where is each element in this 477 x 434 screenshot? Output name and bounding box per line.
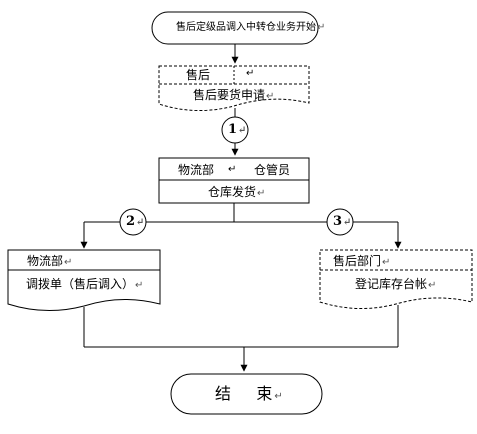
proc1-title-text: 仓库发货 <box>208 185 257 199</box>
step1-num: 1 <box>228 122 238 137</box>
doc1-extra-text: ↵ <box>246 68 255 79</box>
step1-circle <box>221 116 249 144</box>
proc1-role-left: 物流部 <box>178 164 214 176</box>
doc2-role: 物流部↵ <box>27 255 72 268</box>
doc1-mark: ↵ <box>266 91 275 102</box>
doc2-title: 调拨单（售后调入）↵ <box>26 278 143 291</box>
doc2-role-text: 物流部 <box>27 254 64 268</box>
doc3-role-mark: ↵ <box>382 257 391 268</box>
proc1-mark-mid-text: ↵ <box>228 164 237 175</box>
doc1-extra: ↵ <box>246 69 254 79</box>
step2-num: 2 <box>126 214 136 229</box>
step1-mark: ↵ <box>238 125 247 136</box>
doc2-shape <box>7 249 161 312</box>
doc3-shape <box>319 249 473 310</box>
step3-circle <box>326 208 354 236</box>
proc1-title: 仓库发货↵ <box>208 186 265 199</box>
start-mark: ↵ <box>317 22 326 33</box>
step3-num: 3 <box>333 214 343 229</box>
doc3-role: 售后部门↵ <box>333 255 390 268</box>
doc2-mark: ↵ <box>135 280 144 291</box>
doc1-title: 售后要货申请↵ <box>193 89 274 102</box>
step3-mark: ↵ <box>343 217 352 228</box>
end-terminator <box>170 373 323 415</box>
start-label: 售后定级品调入中转仓业务开始↵ <box>176 23 325 33</box>
doc3-title: 登记库存台帐↵ <box>355 278 436 291</box>
proc1-role-left-text: 物流部 <box>178 163 215 177</box>
end-label-text: 结 束 <box>215 384 274 403</box>
end-mark: ↵ <box>274 391 284 402</box>
doc2-title-text: 调拨单（售后调入） <box>26 277 135 291</box>
end-label: 结 束↵ <box>215 386 284 402</box>
proc1-role-right-text: 仓管员 <box>254 163 291 177</box>
step2-mark: ↵ <box>136 217 145 228</box>
step2-label: 2↵ <box>126 215 144 228</box>
doc1-role-text: 售后 <box>186 68 211 82</box>
step3-label: 3↵ <box>333 215 351 228</box>
start-label-text: 售后定级品调入中转仓业务开始 <box>176 22 316 33</box>
doc3-role-text: 售后部门 <box>333 254 382 268</box>
doc2-role-mark: ↵ <box>64 257 73 268</box>
doc1-title-text: 售后要货申请 <box>193 88 266 102</box>
doc3-title-text: 登记库存台帐 <box>355 277 428 291</box>
doc1-shape <box>158 65 310 112</box>
proc1-mark-mid: ↵ <box>228 165 236 175</box>
doc3-mark: ↵ <box>428 280 437 291</box>
step2-circle <box>119 208 147 236</box>
proc1-role-right: 仓管员 <box>254 164 290 176</box>
doc1-role: 售后 <box>186 69 210 81</box>
proc1-mark: ↵ <box>257 188 266 199</box>
step1-label: 1↵ <box>228 123 246 136</box>
